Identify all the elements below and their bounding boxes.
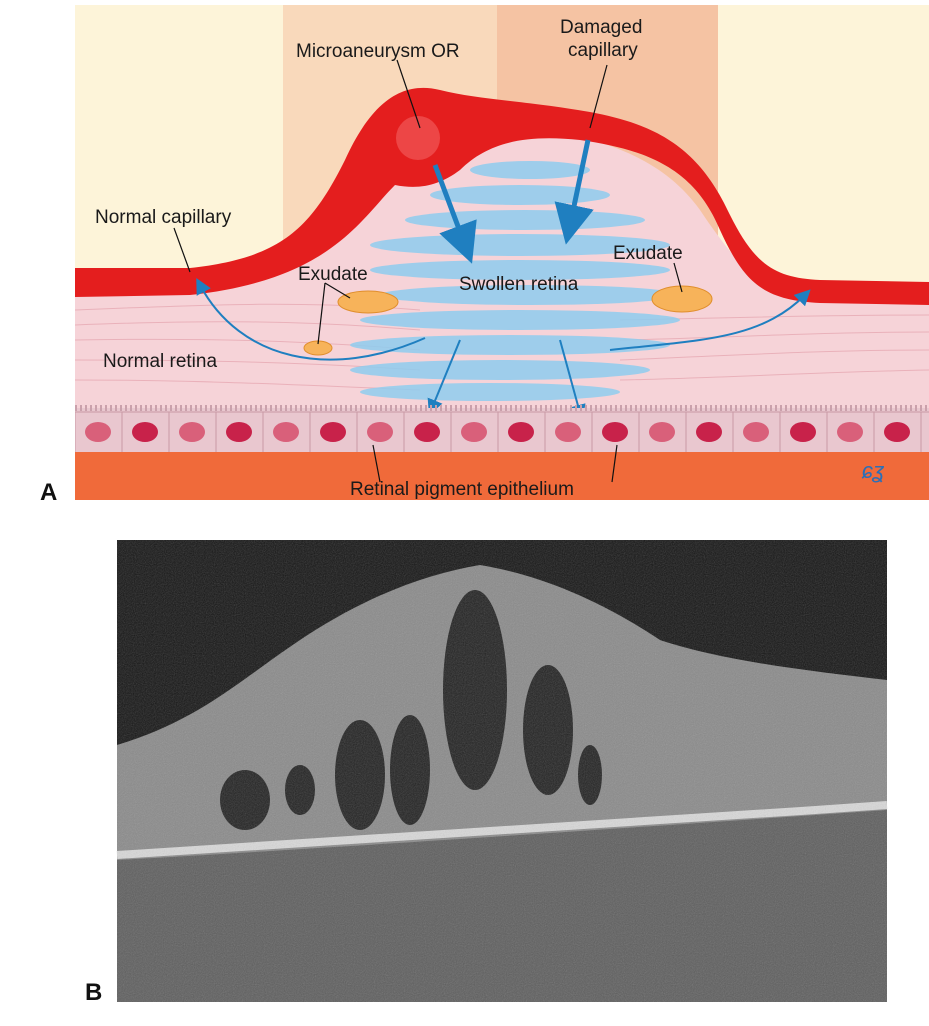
label-swollen-retina: Swollen retina: [459, 274, 579, 295]
rpe-nucleus: [367, 422, 393, 442]
rpe-nucleus: [179, 422, 205, 442]
rpe-nucleus: [85, 422, 111, 442]
label-exudate-left: Exudate: [298, 264, 368, 285]
rpe-nucleus: [743, 422, 769, 442]
rpe-nucleus: [649, 422, 675, 442]
label-damaged-2: capillary: [568, 40, 638, 61]
label-normal-capillary: Normal capillary: [95, 207, 232, 228]
oct-scan: [116, 540, 888, 1002]
rpe-nucleus: [320, 422, 346, 442]
rpe-nucleus: [132, 422, 158, 442]
capillary: [75, 87, 929, 305]
rpe-nucleus: [226, 422, 252, 442]
rpe-nucleus: [696, 422, 722, 442]
rpe-nucleus: [602, 422, 628, 442]
speckle-noise: [117, 540, 887, 1002]
rpe-nucleus: [837, 422, 863, 442]
rpe-nucleus: [414, 422, 440, 442]
label-exudate-right: Exudate: [613, 243, 683, 264]
rpe-nucleus: [273, 422, 299, 442]
label-microaneurysm: Microaneurysm OR: [296, 41, 460, 62]
rpe-cell: [920, 411, 929, 455]
choroid-layer: [75, 452, 929, 500]
rpe-cells: [75, 411, 929, 455]
exudate-left: [337, 290, 399, 314]
rpe-nucleus: [790, 422, 816, 442]
panel-letter-a: A: [40, 479, 57, 506]
rpe-nucleus: [461, 422, 487, 442]
label-damaged-1: Damaged: [560, 17, 642, 38]
leak-arrows: [432, 139, 594, 264]
artist-signature: ɕʓ: [861, 458, 885, 484]
panel-a-illustration: ɕʓ: [75, 5, 929, 500]
exudate-right: [651, 285, 713, 313]
microaneurysm: [396, 116, 440, 160]
rpe-layer: [75, 408, 929, 456]
rpe-nucleus: [508, 422, 534, 442]
leader-lines: [173, 59, 683, 483]
flow-arrows: [196, 277, 811, 421]
label-rpe: Retinal pigment epithelium: [350, 479, 574, 500]
rpe-nucleus: [555, 422, 581, 442]
panel-letter-b: B: [85, 979, 102, 1006]
label-normal-retina: Normal retina: [103, 351, 217, 372]
rpe-nucleus: [884, 422, 910, 442]
